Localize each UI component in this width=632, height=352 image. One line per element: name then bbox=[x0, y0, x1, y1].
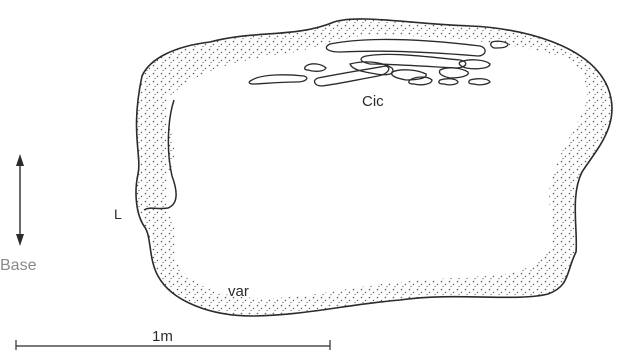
l-label: L bbox=[114, 206, 122, 222]
var-label: var bbox=[228, 283, 249, 300]
cic-label: Cic bbox=[362, 93, 384, 110]
scale-label: 1m bbox=[152, 328, 173, 345]
base-label: Base bbox=[0, 257, 37, 274]
